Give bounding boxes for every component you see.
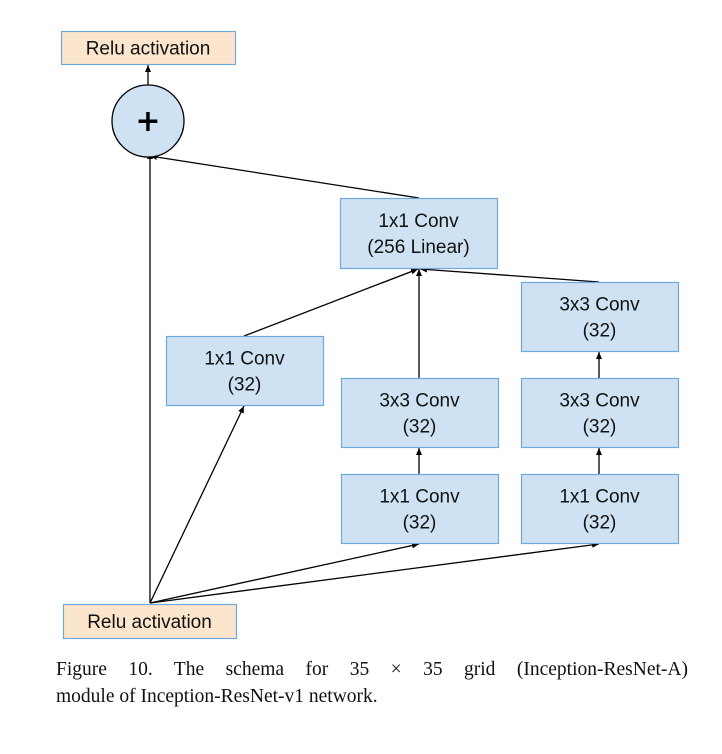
node-box <box>62 603 238 640</box>
node-label: 3x3 Conv <box>379 391 460 412</box>
inception-resnet-a-diagram: Relu activation+1x1 Conv(256 Linear)1x1 … <box>60 30 680 640</box>
edge-relu-bottom-to-b3-conv1 <box>149 541 600 604</box>
edge-relu-bottom-to-b1-conv <box>149 405 245 604</box>
node-linear: 1x1 Conv (256 Linear) <box>339 197 499 270</box>
node-box <box>340 473 500 545</box>
node-relu-bottom: Relu activation <box>62 603 238 640</box>
node-label: (32) <box>583 321 617 342</box>
node-b2-conv1: 1x1 Conv (32) <box>340 473 500 545</box>
node-label: Relu activation <box>87 612 212 633</box>
add-circle <box>111 84 185 158</box>
node-add: + <box>111 84 185 158</box>
plus-icon: + <box>135 104 160 139</box>
node-label: 1x1 Conv <box>379 487 460 508</box>
edge-linear-to-add <box>149 154 420 199</box>
caption-line-2: module of Inception-ResNet-v1 network. <box>56 686 378 707</box>
caption-line-1: Figure 10. The schema for 35 × 35 grid (… <box>56 659 688 680</box>
node-box <box>165 335 325 407</box>
node-label: (32) <box>403 513 437 534</box>
node-label: (256 Linear) <box>367 237 469 258</box>
node-label: Relu activation <box>86 39 211 60</box>
node-b3-conv1: 1x1 Conv (32) <box>520 473 680 545</box>
node-label: 3x3 Conv <box>559 391 640 412</box>
node-b3-conv3a: 3x3 Conv (32) <box>520 377 680 449</box>
node-box <box>520 473 680 545</box>
edge-b1-conv-to-linear <box>243 268 419 337</box>
node-box <box>340 377 500 449</box>
node-box <box>520 377 680 449</box>
edge-relu-bottom-to-b2-conv1 <box>149 542 420 604</box>
node-box <box>60 30 237 66</box>
node-label: 1x1 Conv <box>559 487 640 508</box>
node-relu-top: Relu activation <box>60 30 237 66</box>
node-b1-conv: 1x1 Conv (32) <box>165 335 325 407</box>
node-label: 1x1 Conv <box>378 211 459 232</box>
node-box <box>339 197 499 270</box>
node-label: 1x1 Conv <box>204 349 285 370</box>
node-label: (32) <box>583 513 617 534</box>
node-label: (32) <box>583 417 617 438</box>
node-box <box>520 281 680 353</box>
node-label: (32) <box>228 375 262 396</box>
figure-caption: Figure 10. The schema for 35 × 35 grid (… <box>56 656 688 710</box>
node-label: 3x3 Conv <box>559 295 640 316</box>
node-b3-conv3b: 3x3 Conv (32) <box>520 281 680 353</box>
edge-b3-conv3b-to-linear <box>419 266 600 283</box>
node-label: (32) <box>403 417 437 438</box>
node-b2-conv3: 3x3 Conv (32) <box>340 377 500 449</box>
